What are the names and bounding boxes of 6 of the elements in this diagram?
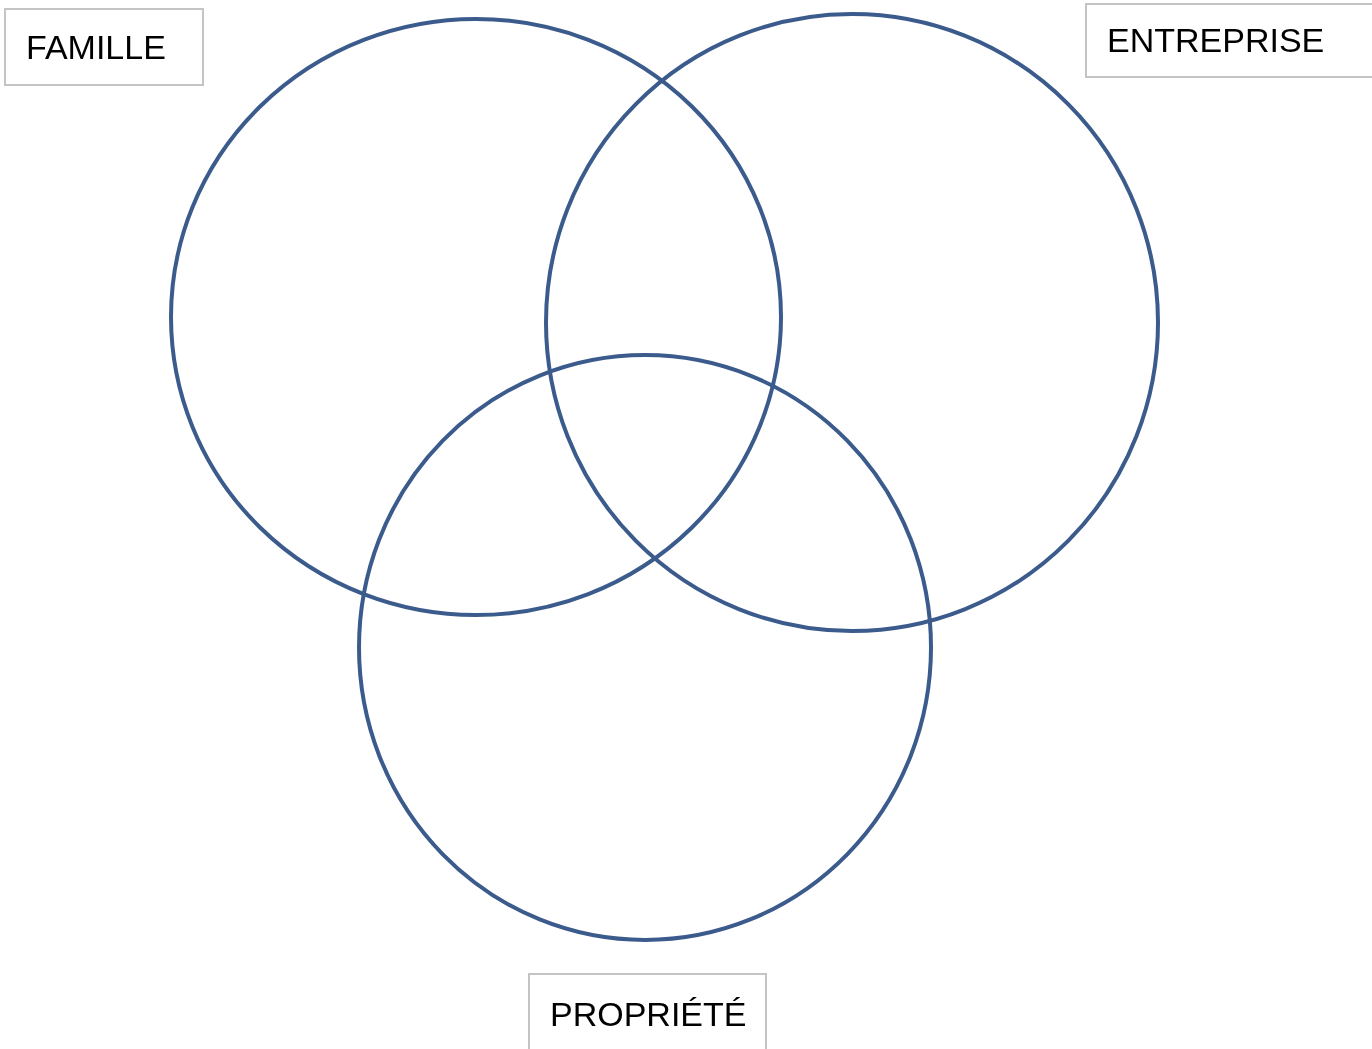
label-box bbox=[528, 973, 767, 1049]
label-text: PROPRIÉTÉ bbox=[550, 994, 747, 1034]
label-box bbox=[4, 8, 204, 86]
label-text: FAMILLE bbox=[26, 27, 166, 67]
label-text: ENTREPRISE bbox=[1107, 21, 1325, 60]
label-box bbox=[1085, 3, 1372, 78]
